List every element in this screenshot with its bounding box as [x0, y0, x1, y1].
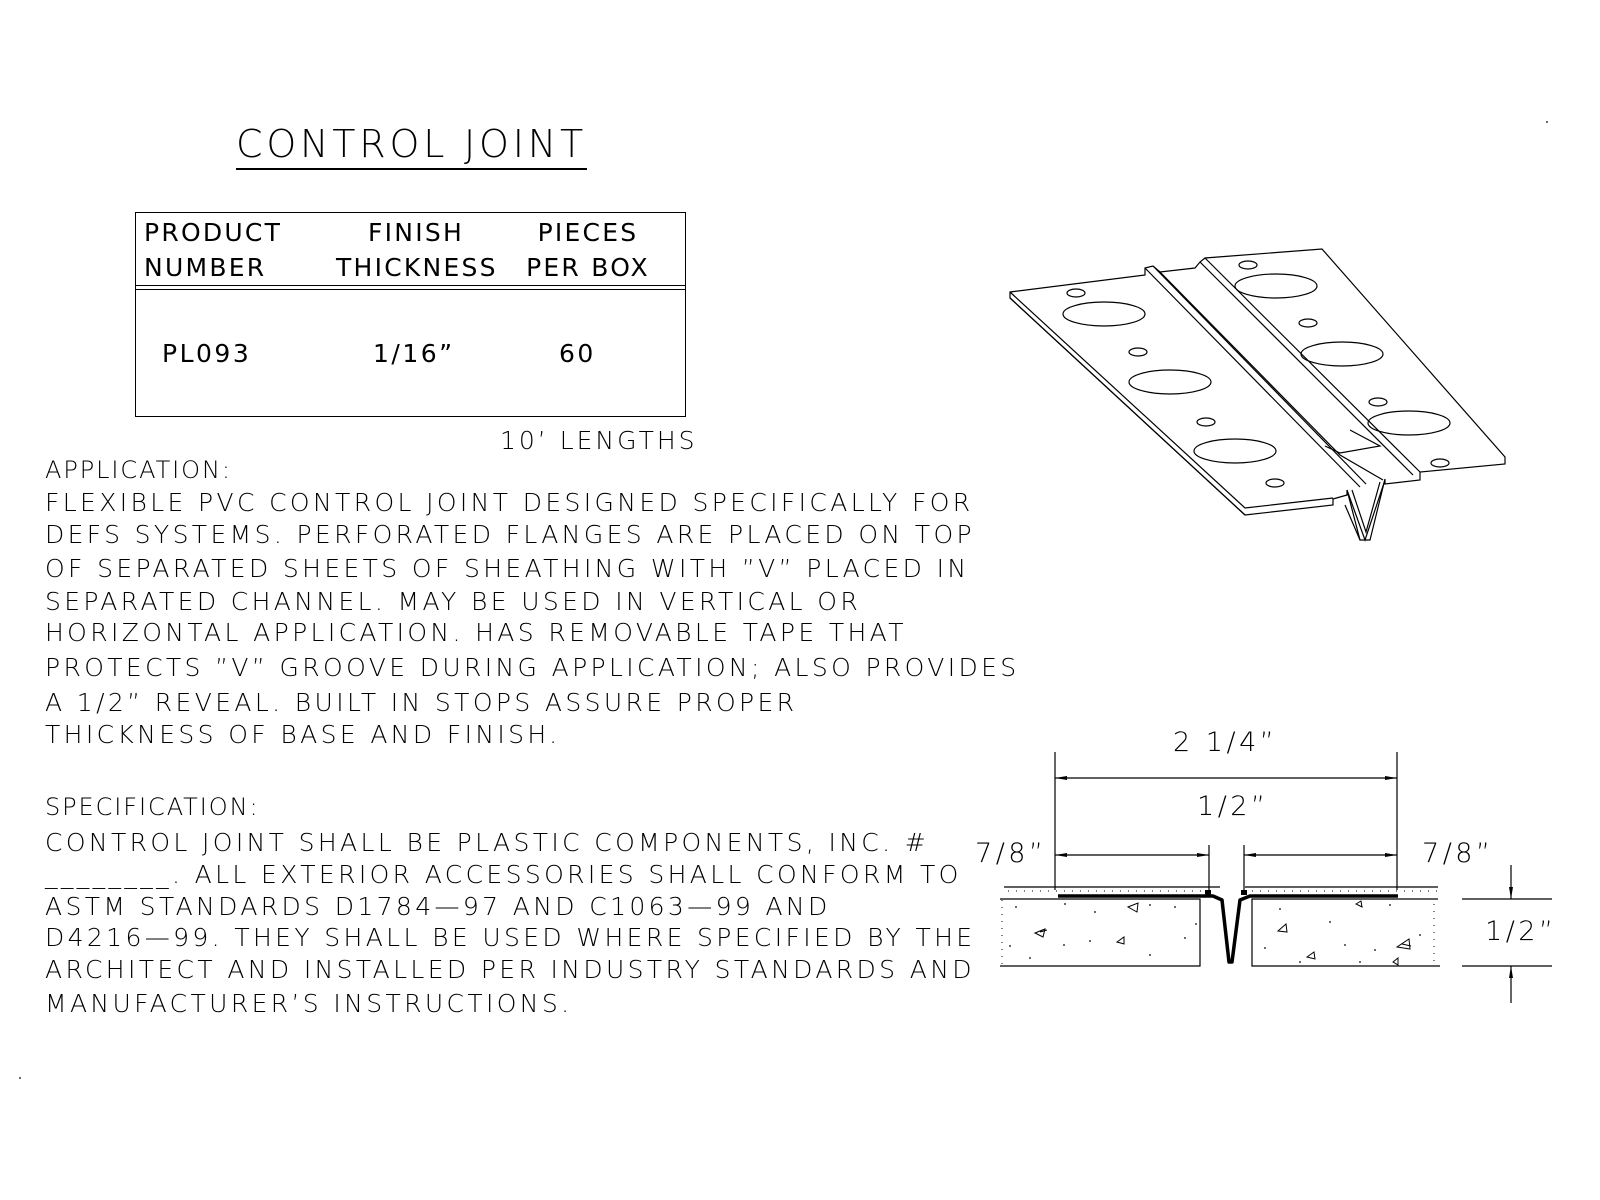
dim-right-flange: 7/8”	[1422, 838, 1494, 869]
header-product-number: PRODUCT NUMBER	[144, 218, 283, 282]
specification-line: MANUFACTURER’S INSTRUCTIONS.	[45, 989, 573, 1018]
product-table: PRODUCT NUMBER FINISH THICKNESS PIECES P…	[135, 212, 686, 417]
drawing-title: CONTROL JOINT	[236, 122, 588, 170]
application-line: THICKNESS OF BASE AND FINISH.	[45, 720, 561, 749]
isometric-view	[1009, 248, 1506, 542]
application-line: OF SEPARATED SHEETS OF SHEATHING WITH ”V…	[45, 554, 970, 583]
cell-pieces-per-box: 60	[559, 339, 596, 368]
lengths-note: 10’ LENGTHS	[500, 426, 698, 455]
dim-overall-width: 2 1/4”	[1173, 727, 1278, 758]
application-line: HORIZONTAL APPLICATION. HAS REMOVABLE TA…	[45, 618, 907, 647]
header-pieces-per-box: PIECES PER BOX	[526, 218, 650, 282]
header-divider	[136, 285, 685, 286]
specification-line: ARCHITECT AND INSTALLED PER INDUSTRY STA…	[45, 955, 975, 984]
cell-finish-thickness: 1/16”	[373, 339, 455, 368]
specification-heading: SPECIFICATION:	[45, 793, 260, 821]
dim-reveal-width: 1/2”	[1197, 791, 1269, 822]
section-view	[19, 121, 1552, 1079]
application-line: FLEXIBLE PVC CONTROL JOINT DESIGNED SPEC…	[45, 488, 974, 517]
application-line: PROTECTS ”V” GROOVE DURING APPLICATION; …	[45, 653, 1020, 682]
header-divider-double	[136, 289, 685, 290]
specification-line: ASTM STANDARDS D1784—97 AND C1063—99 AND	[45, 892, 831, 921]
header-finish-thickness: FINISH THICKNESS	[336, 218, 498, 282]
specification-line: CONTROL JOINT SHALL BE PLASTIC COMPONENT…	[45, 828, 930, 857]
application-line: SEPARATED CHANNEL. MAY BE USED IN VERTIC…	[45, 587, 862, 616]
dim-depth: 1/2”	[1485, 916, 1557, 947]
dim-left-flange: 7/8”	[975, 838, 1047, 869]
application-heading: APPLICATION:	[45, 456, 232, 484]
specification-line: ________. ALL EXTERIOR ACCESSORIES SHALL…	[45, 860, 962, 889]
application-line: A 1/2” REVEAL. BUILT IN STOPS ASSURE PRO…	[45, 688, 798, 717]
cell-product-number: PL093	[162, 339, 252, 368]
specification-line: D4216—99. THEY SHALL BE USED WHERE SPECI…	[45, 923, 976, 952]
application-line: DEFS SYSTEMS. PERFORATED FLANGES ARE PLA…	[45, 520, 975, 549]
